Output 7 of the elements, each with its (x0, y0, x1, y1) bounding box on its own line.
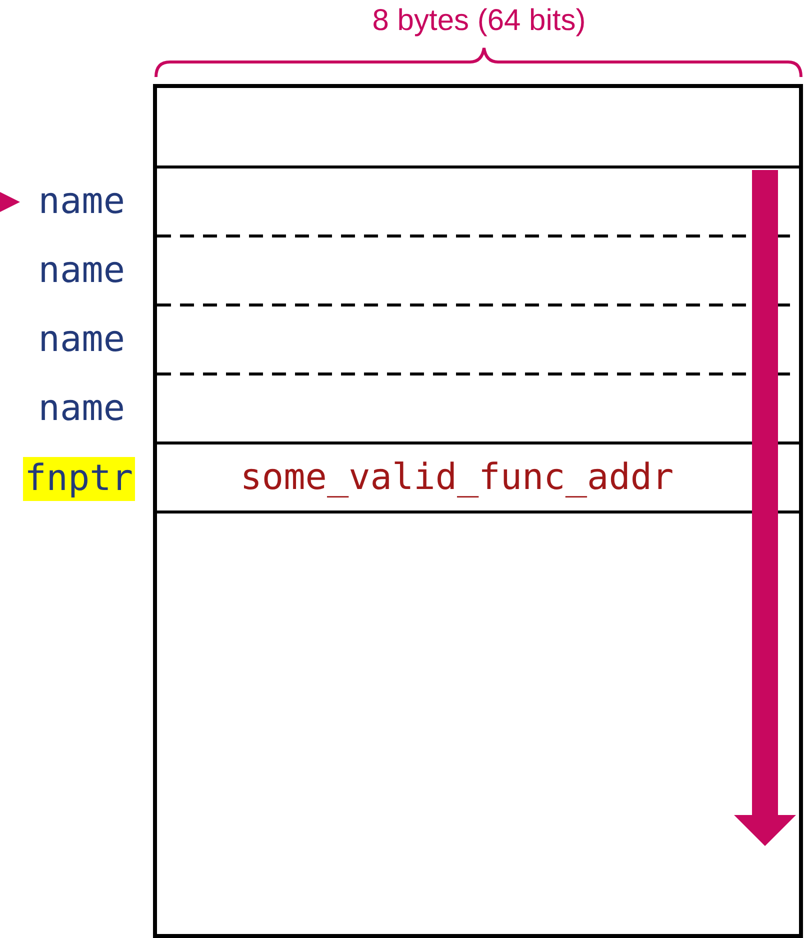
highlighted-field-name: fnptr (22, 457, 135, 501)
size-label: 8 bytes (64 bits) (371, 4, 587, 38)
field-name: name (38, 391, 125, 427)
field-name: name (38, 322, 125, 358)
field-name: name (38, 184, 125, 220)
field-name: name (38, 253, 125, 289)
field-value: some_valid_func_addr (239, 460, 675, 496)
